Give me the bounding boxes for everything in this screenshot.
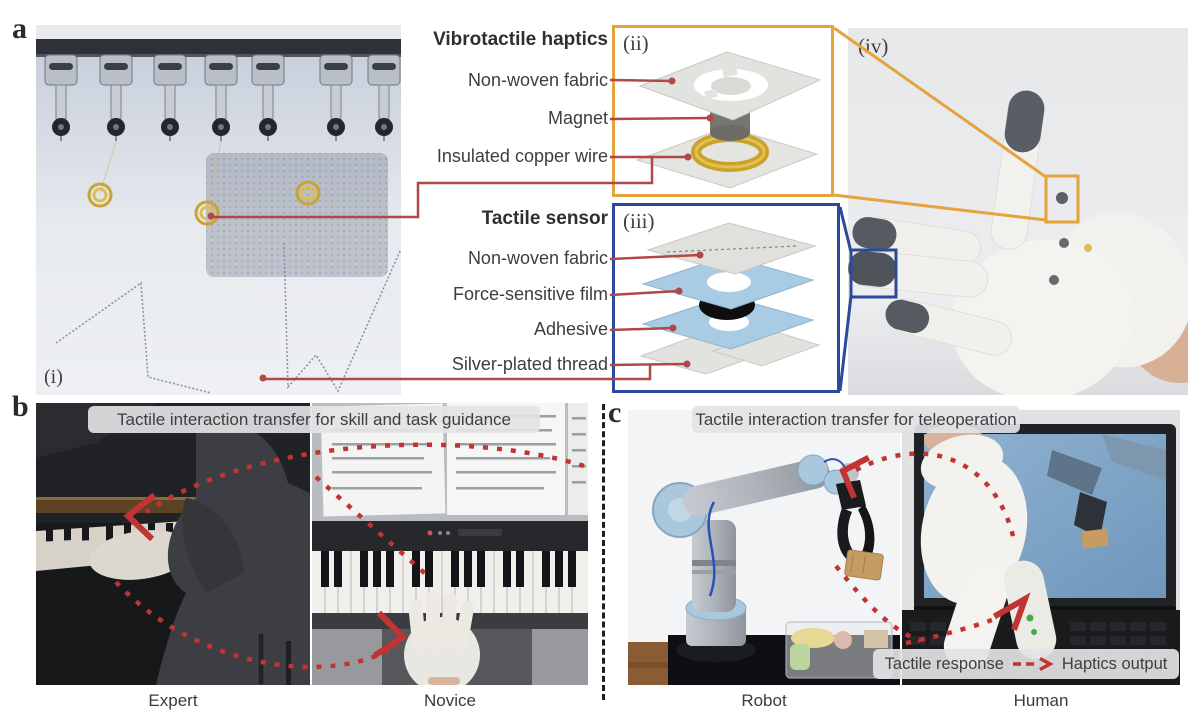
- panel-divider: [602, 404, 605, 700]
- novice-keyboard-photo: [312, 403, 588, 685]
- novice-caption: Novice: [424, 691, 476, 710]
- embroidery-scene: [36, 25, 401, 395]
- robot-arm-photo: [628, 410, 900, 685]
- thread-connector: [1084, 244, 1092, 252]
- finger-a: [852, 216, 981, 265]
- haptics-layer-magnet: Magnet: [547, 108, 608, 128]
- sensor-top-sheet: [646, 222, 817, 275]
- haptics-exploded-diagram: (ii): [612, 25, 834, 197]
- subfig-ii-label: (ii): [623, 31, 649, 55]
- glove-scene: [848, 28, 1188, 395]
- red-dashed-arrow-icon: [1012, 657, 1054, 671]
- expert-caption: Expert: [148, 691, 198, 710]
- stitch-outlines: [55, 242, 401, 394]
- expert-piano-photo: [36, 403, 310, 685]
- human-teleop-photo: [902, 410, 1180, 685]
- glove-led: [1026, 614, 1034, 622]
- novice-scene: [312, 403, 588, 685]
- sensor-exploded-diagram: (iii): [612, 203, 840, 393]
- subfig-i-label: (i): [44, 366, 63, 388]
- sensor-layer-adhesive: Adhesive: [533, 319, 608, 339]
- knuckle-haptic-dot: [1056, 192, 1068, 204]
- panel-c-caption: Tactile interaction transfer for teleope…: [692, 406, 1020, 433]
- finger-c: [885, 298, 1013, 356]
- human-scene: [902, 410, 1180, 685]
- haptics-layer-wire: Insulated copper wire: [436, 146, 608, 166]
- haptics-layer-fabric: Non-woven fabric: [467, 70, 608, 90]
- haptics-output-label: Haptics output: [1061, 654, 1168, 673]
- haptics-diagram-svg: [635, 51, 822, 189]
- robot-arm: [652, 454, 859, 662]
- sensor-layer-thread: Silver-plated thread: [451, 354, 608, 374]
- embroidery-machine-photo: (i): [36, 25, 401, 395]
- panel-c-label: c: [608, 396, 622, 429]
- glove-photo: (iv): [848, 28, 1188, 395]
- layer-labels: Vibrotactile haptics Non-woven fabric Ma…: [400, 0, 610, 400]
- panel-b-label: b: [12, 390, 29, 423]
- haptics-top-sheet: [638, 51, 822, 121]
- expert-glove: [89, 530, 193, 580]
- expert-scene: [36, 403, 310, 685]
- keyboard-body: [312, 521, 588, 551]
- sensor-layer-film: Force-sensitive film: [452, 284, 608, 304]
- sensor-diagram-svg: [639, 222, 821, 375]
- sensor-layer-fabric: Non-woven fabric: [467, 248, 608, 268]
- subfig-iii-label: (iii): [623, 209, 655, 233]
- tactile-response-label: Tactile response: [884, 654, 1004, 673]
- haptics-title: Vibrotactile haptics: [433, 29, 608, 50]
- panel-a-label: a: [12, 12, 27, 45]
- novice-glove-hand: [404, 591, 480, 685]
- response-output-caption: Tactile response Haptics output: [873, 649, 1179, 679]
- robot-caption: Robot: [741, 691, 787, 710]
- haptics-bottom-sheet: [635, 126, 819, 189]
- subfig-iv-label: (iv): [858, 34, 889, 58]
- panel-b-caption: Tactile interaction transfer for skill a…: [88, 406, 540, 433]
- robot-scene: [628, 410, 900, 685]
- adhesive-layer-1: [641, 255, 815, 310]
- needle-units: [44, 54, 401, 141]
- human-caption: Human: [1013, 691, 1069, 710]
- sensor-title: Tactile sensor: [481, 208, 608, 229]
- machine-rail: [36, 39, 401, 54]
